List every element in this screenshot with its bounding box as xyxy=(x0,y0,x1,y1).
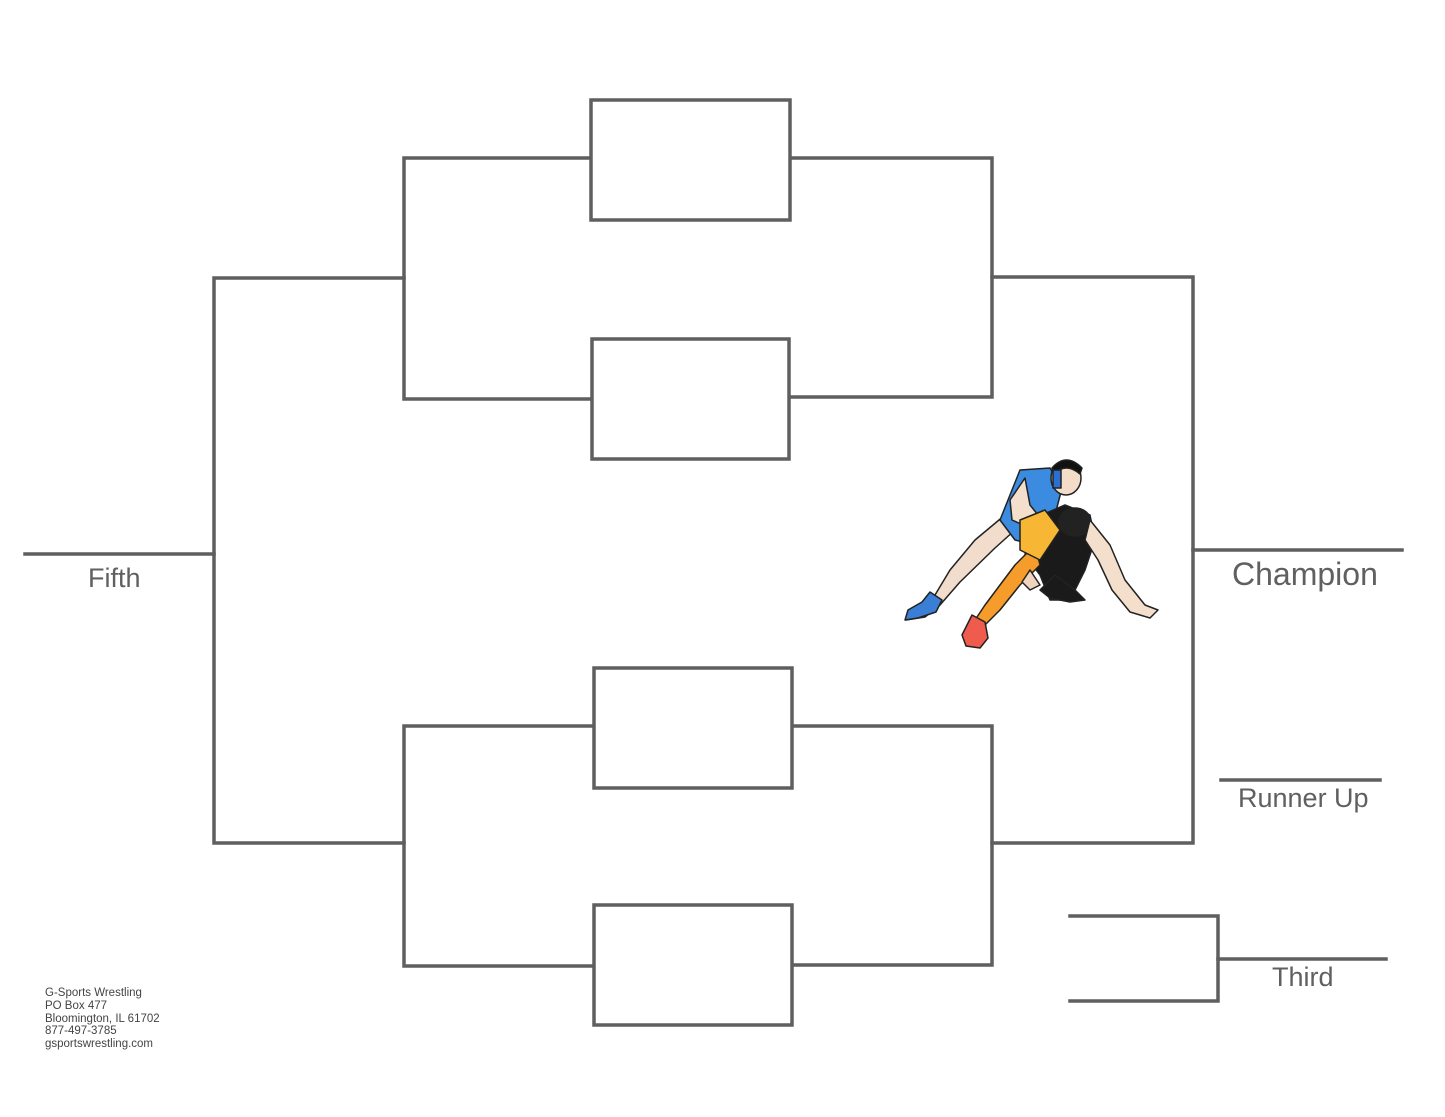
contact-po-box: PO Box 477 xyxy=(45,999,108,1012)
contact-company: G-Sports Wrestling xyxy=(45,987,142,999)
champion-label: Champion xyxy=(1232,556,1378,592)
third-label: Third xyxy=(1272,962,1334,992)
entry-box-1 xyxy=(589,98,792,222)
entry-box-2 xyxy=(590,337,791,461)
entry-box-3 xyxy=(592,666,794,790)
bracket-third xyxy=(1068,914,1220,1003)
bracket-bottom-right-inner xyxy=(790,724,994,967)
wrestlers-icon xyxy=(904,459,1159,649)
fifth-label: Fifth xyxy=(88,563,141,593)
bracket-left-outer xyxy=(212,276,406,845)
contact-phone: 877-497-3785 xyxy=(45,1025,117,1038)
runner-up-label: Runner Up xyxy=(1238,783,1369,813)
bracket-top-right-inner xyxy=(788,156,994,399)
bracket-top-left-inner xyxy=(402,156,594,401)
entry-box-4 xyxy=(592,903,794,1027)
contact-website: gsportswrestling.com xyxy=(45,1038,154,1051)
contact-city: Bloomington, IL 61702 xyxy=(45,1012,160,1025)
contact-block: G-Sports Wrestling PO Box 477 Bloomingto… xyxy=(45,987,160,1051)
bracket-bottom-left-inner xyxy=(402,724,596,968)
bracket-right-outer xyxy=(990,275,1195,845)
